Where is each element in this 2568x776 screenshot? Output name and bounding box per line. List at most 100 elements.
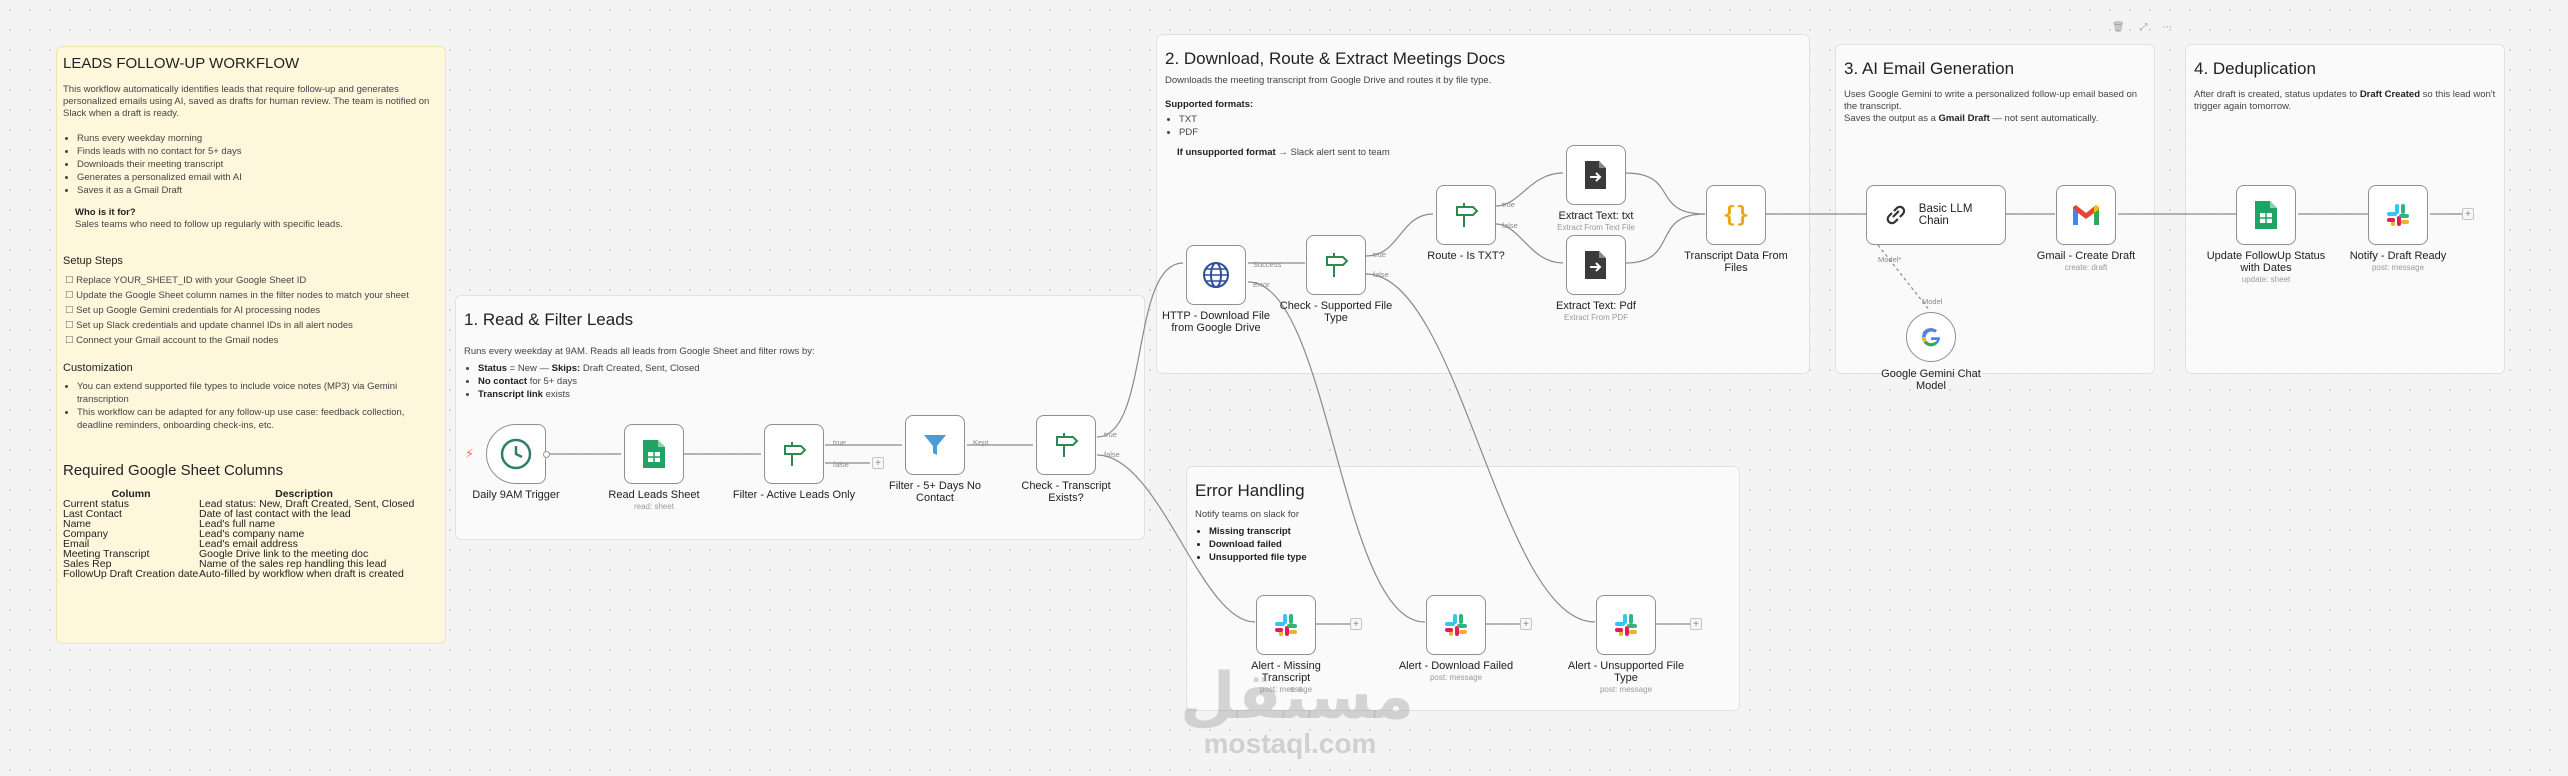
port-label: false [1373, 270, 1389, 279]
customization-item: You can extend supported file types to i… [77, 380, 439, 406]
node-update-status[interactable] [2236, 185, 2296, 245]
text: → Slack alert sent to team [1275, 147, 1390, 158]
overview-bullet: Saves it as a Gmail Draft [77, 184, 439, 197]
error-item: Missing transcript [1209, 525, 1731, 538]
node-label: Check - Supported File Type [1279, 300, 1393, 324]
node-transcript-data[interactable]: {} [1706, 185, 1766, 245]
bold-text: Transcript link [478, 389, 543, 400]
node-extract-pdf[interactable] [1566, 235, 1626, 295]
add-node-button[interactable]: + [1690, 618, 1702, 630]
output-port[interactable] [543, 451, 550, 458]
formats-list: TXT PDF [1165, 113, 1801, 139]
node-notify-draft[interactable] [2368, 185, 2428, 245]
node-check-file-type[interactable] [1306, 235, 1366, 295]
who-block: Who is it for? Sales teams who need to f… [63, 207, 439, 231]
fullscreen-icon[interactable]: ⤢ [2139, 22, 2154, 33]
sticky-note-section4[interactable]: 4. Deduplication After draft is created,… [2185, 44, 2505, 374]
node-alert-missing[interactable] [1256, 595, 1316, 655]
sticky-note-overview[interactable]: LEADS FOLLOW-UP WORKFLOW This workflow a… [56, 46, 446, 644]
section4-text: After draft is created, status updates t… [2194, 89, 2496, 113]
table-row: Last Contact Date of last contact with th… [63, 508, 439, 520]
column-name: FollowUp Draft Creation date [63, 568, 199, 580]
description-header: Description [275, 488, 333, 500]
slack-icon [1275, 614, 1297, 636]
file-extract-icon [1585, 161, 1606, 189]
node-daily-trigger[interactable] [486, 424, 546, 484]
node-gemini-model[interactable] [1906, 312, 1956, 362]
add-node-button[interactable]: + [872, 457, 884, 469]
column-desc: Google Drive link to the meeting doc [199, 548, 369, 560]
node-title: Extract Text: Pdf [1556, 300, 1636, 312]
column-name: Last Contact [63, 508, 122, 520]
section2-title: 2. Download, Route & Extract Meetings Do… [1165, 49, 1506, 68]
setup-steps: Replace YOUR_SHEET_ID with your Google S… [63, 273, 439, 348]
port-label: true [1373, 250, 1386, 259]
node-subtitle: post: message [1259, 685, 1313, 694]
node-alert-unsupported[interactable] [1596, 595, 1656, 655]
trigger-bolt-icon: ⚡ [465, 446, 475, 461]
route-sign-icon [1326, 253, 1349, 277]
code-braces-icon: {} [1723, 203, 1750, 228]
node-http-download[interactable] [1186, 245, 1246, 305]
overview-intro: This workflow automatically identifies l… [63, 84, 430, 119]
setup-step: Update the Google Sheet column names in … [65, 288, 439, 303]
more-icon[interactable]: ⋯ [2162, 22, 2179, 33]
route-sign-icon [1456, 203, 1479, 227]
overview-title: LEADS FOLLOW-UP WORKFLOW [63, 55, 300, 72]
customization-item: This workflow can be adapted for any fol… [77, 406, 439, 432]
node-label: Filter - Active Leads Only [732, 489, 856, 501]
add-node-button[interactable]: + [2462, 208, 2474, 220]
column-desc: Date of last contact with the lead [199, 508, 351, 520]
error-title: Error Handling [1195, 481, 1305, 500]
node-title: Gmail - Create Draft [2036, 250, 2136, 262]
port-label: false [1502, 221, 1518, 230]
clock-icon [500, 438, 532, 470]
node-filter-5days[interactable] [905, 415, 965, 475]
node-subtitle: post: message [2371, 263, 2425, 272]
section3-title: 3. AI Email Generation [1844, 59, 2015, 78]
node-extract-txt[interactable] [1566, 145, 1626, 205]
overview-bullet: Generates a personalized email with AI [77, 171, 439, 184]
node-subtitle: read: sheet [633, 502, 675, 511]
watermark-latin: mostaql.com [1203, 728, 1377, 759]
sticky-note-section1[interactable]: 1. Read & Filter Leads Runs every weekda… [455, 295, 1145, 540]
trash-icon[interactable]: 🗑 [2112, 22, 2131, 33]
node-title: Update FollowUp Status with Dates [2206, 250, 2326, 274]
node-title: Alert - Missing Transcript [1251, 660, 1321, 684]
node-title: Alert - Unsupported File Type [1567, 660, 1685, 684]
overview-bullet: Runs every weekday morning [77, 132, 439, 145]
add-node-button[interactable]: + [1350, 618, 1362, 630]
node-gmail-draft[interactable] [2056, 185, 2116, 245]
node-check-transcript[interactable] [1036, 415, 1096, 475]
port-label: true [833, 438, 846, 447]
port-label: Kept [973, 438, 989, 447]
node-title: Notify - Draft Ready [2349, 250, 2447, 262]
node-label: Daily 9AM Trigger [472, 489, 560, 501]
node-llm-chain[interactable]: Basic LLM Chain [1866, 185, 2006, 245]
column-name: Current status [63, 498, 129, 510]
section1-bullet: Status = New — Skips: Draft Created, Sen… [478, 362, 1136, 375]
formats-title: Supported formats: [1165, 99, 1801, 111]
text: = New — [507, 363, 552, 374]
add-node-button[interactable]: + [1520, 618, 1532, 630]
node-route-txt[interactable] [1436, 185, 1496, 245]
column-desc: Lead's company name [199, 528, 305, 540]
node-filter-active[interactable] [764, 424, 824, 484]
node-read-leads[interactable] [624, 424, 684, 484]
route-sign-icon [1056, 433, 1079, 457]
setup-step: Replace YOUR_SHEET_ID with your Google S… [65, 273, 439, 288]
node-alert-download[interactable] [1426, 595, 1486, 655]
node-subtitle: Extract From PDF [1563, 313, 1628, 322]
column-desc: Lead's full name [199, 518, 276, 530]
